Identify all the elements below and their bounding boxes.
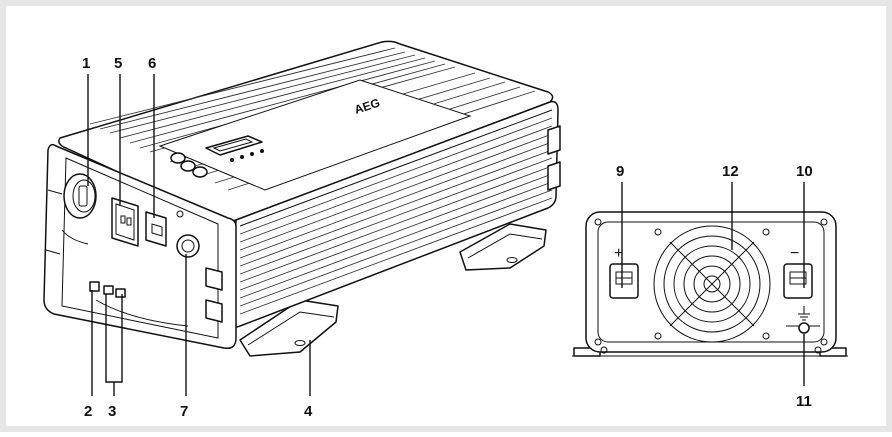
usb-port bbox=[145, 211, 167, 247]
callout-12: 12 bbox=[722, 163, 739, 180]
remote-socket bbox=[176, 210, 200, 258]
positive-symbol: + bbox=[614, 245, 623, 262]
callout-5: 5 bbox=[114, 55, 122, 72]
callout-6: 6 bbox=[148, 55, 156, 72]
callout-2: 2 bbox=[84, 403, 92, 420]
callout-1: 1 bbox=[82, 55, 90, 72]
rj-ports bbox=[89, 281, 126, 298]
ac-outlet bbox=[111, 197, 139, 247]
negative-symbol: − bbox=[790, 245, 799, 262]
inverter-rear-view: + − bbox=[572, 211, 848, 357]
display-panel bbox=[170, 135, 264, 178]
callout-7: 7 bbox=[180, 403, 188, 420]
mounting-foot-rear bbox=[459, 223, 547, 271]
callout-11: 11 bbox=[796, 393, 812, 410]
negative-terminal: − bbox=[783, 245, 813, 299]
callout-10: 10 bbox=[796, 163, 813, 180]
positive-terminal: + bbox=[609, 245, 639, 299]
callout-4: 4 bbox=[304, 403, 313, 420]
cooling-fan bbox=[653, 225, 771, 343]
rear-panel bbox=[585, 211, 837, 353]
rear-callout-lines bbox=[621, 182, 805, 386]
inverter-front-view: AEG bbox=[43, 40, 561, 357]
power-switch bbox=[63, 173, 97, 219]
callout-9: 9 bbox=[616, 163, 624, 180]
ground-terminal bbox=[786, 306, 820, 334]
front-callout-lines bbox=[87, 74, 311, 396]
callout-3: 3 bbox=[108, 403, 116, 420]
